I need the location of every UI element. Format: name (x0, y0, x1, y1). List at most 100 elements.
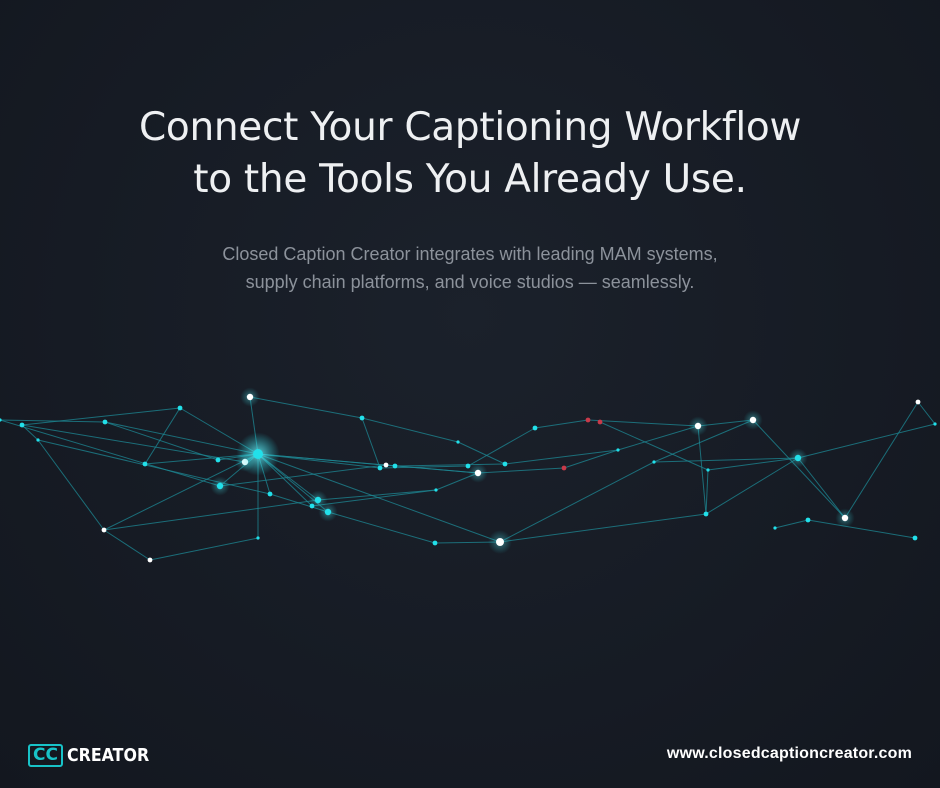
network-link (104, 421, 259, 455)
network-node (432, 540, 438, 546)
network-link (385, 464, 479, 474)
network-link (0, 419, 106, 423)
network-node (359, 415, 365, 421)
network-node (652, 460, 656, 464)
network-node (694, 422, 702, 430)
network-node (256, 536, 260, 540)
network-node (147, 557, 153, 563)
brand-logo: CC CREATOR (28, 743, 160, 768)
website-url: www.closedcaptioncreator.com (666, 745, 912, 762)
network-node (383, 462, 389, 468)
network-link (797, 423, 936, 459)
network-link (797, 457, 846, 519)
network-node (465, 463, 471, 469)
network-node (392, 463, 398, 469)
network-node (253, 449, 263, 459)
network-link (21, 424, 246, 463)
network-node (456, 440, 460, 444)
network-link (149, 537, 259, 561)
network-node (496, 538, 504, 546)
network-node (309, 503, 315, 509)
network-node (706, 468, 710, 472)
network-node (912, 535, 918, 541)
logo-badge: CC (28, 744, 63, 767)
network-node (314, 496, 322, 504)
network-link (917, 401, 936, 425)
network-node (216, 482, 224, 490)
network-link (327, 511, 436, 544)
network-node (0, 418, 2, 422)
network-node (597, 419, 603, 425)
network-link (707, 457, 799, 471)
network-node (841, 514, 849, 522)
network-link (653, 419, 754, 463)
network-node (773, 526, 777, 530)
network-node (805, 517, 811, 523)
network-node (933, 422, 937, 426)
network-link (0, 419, 221, 487)
network-link (467, 427, 536, 467)
network-link (144, 407, 181, 465)
network-link (477, 467, 565, 474)
network-nodes-graphic (0, 387, 937, 563)
network-link (587, 419, 699, 427)
network-link (311, 489, 437, 507)
network-node (794, 454, 802, 462)
network-node (532, 425, 538, 431)
network-node (102, 419, 108, 425)
network-link (774, 519, 809, 529)
network-node (19, 422, 25, 428)
network-node (267, 491, 273, 497)
network-node (561, 465, 567, 471)
network-link (844, 401, 919, 519)
network-link (705, 469, 709, 515)
network-node (215, 457, 221, 463)
network-link (361, 417, 381, 469)
network-link (697, 425, 707, 515)
network-node (101, 527, 107, 533)
network-node (616, 448, 620, 452)
network-node (502, 461, 508, 467)
network-link (752, 419, 846, 519)
network-link (257, 453, 501, 543)
network-link (563, 449, 619, 469)
headline-line-1: Connect Your Captioning Workflow (138, 105, 802, 150)
network-link (37, 439, 271, 495)
network-node (324, 508, 332, 516)
network-node (36, 438, 40, 442)
network-link (219, 464, 387, 487)
network-link (104, 421, 219, 461)
network-link (317, 489, 437, 501)
network-node (749, 416, 757, 424)
network-link (534, 419, 589, 429)
network-link (705, 457, 799, 515)
subtext: Closed Caption Creator integrates with l… (222, 244, 718, 292)
network-link (103, 453, 259, 531)
network-node (246, 393, 254, 401)
network-node (474, 469, 482, 477)
network-node (142, 461, 148, 467)
network-node (703, 511, 709, 517)
logo-wordmark: CREATOR (66, 745, 150, 766)
network-node (585, 417, 591, 423)
network-link (807, 519, 916, 539)
headline: Connect Your Captioning Workflow to the … (0, 102, 940, 206)
network-node (377, 465, 383, 471)
network-link (361, 417, 459, 443)
network-link (21, 407, 181, 426)
network-link (599, 421, 709, 471)
network-node (434, 488, 438, 492)
network-node (177, 405, 183, 411)
network-nodes (0, 387, 937, 563)
network-link (249, 396, 363, 419)
network-link (617, 425, 699, 451)
network-link (103, 499, 319, 531)
network-link (37, 439, 105, 531)
network-link (394, 463, 506, 467)
network-link (457, 441, 506, 465)
network-link (653, 457, 799, 463)
network-link (504, 449, 619, 465)
network-link (103, 529, 151, 561)
network-link (499, 513, 707, 543)
